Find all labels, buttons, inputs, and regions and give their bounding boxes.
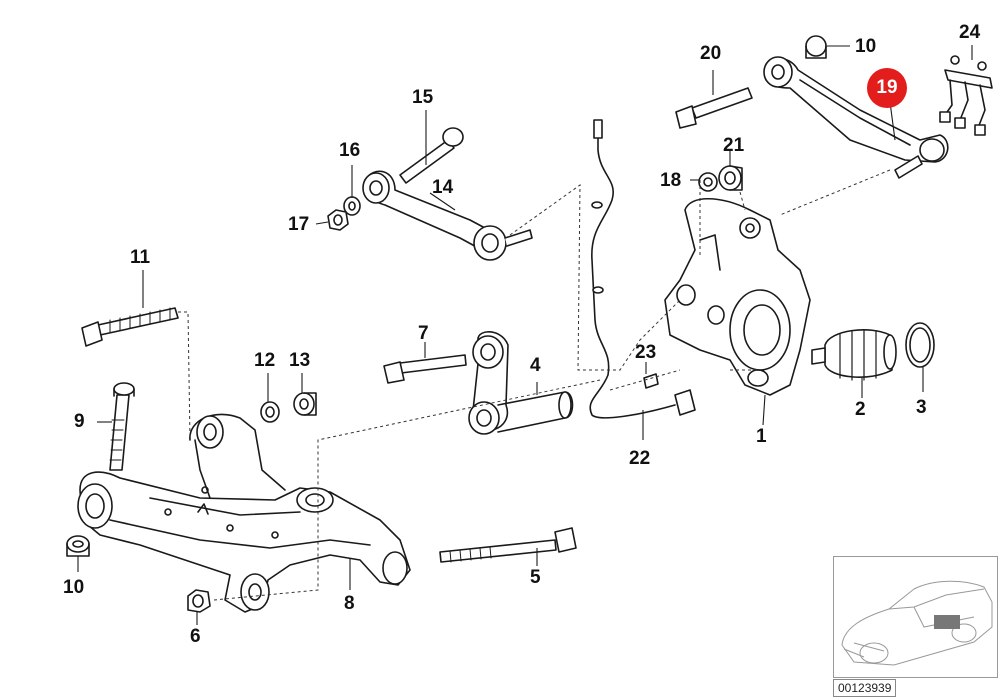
callout-18[interactable]: 18 [660,170,682,191]
callout-3[interactable]: 3 [916,397,927,418]
callout-14[interactable]: 14 [432,177,454,198]
bush-21[interactable] [718,165,743,191]
callout-24[interactable]: 24 [959,22,981,43]
callout-22[interactable]: 22 [629,448,651,469]
callout-13[interactable]: 13 [289,350,311,371]
bolt-11[interactable] [81,307,179,347]
callout-23[interactable]: 23 [635,342,657,363]
boot-2[interactable] [811,329,897,381]
bolt-20[interactable] [675,87,753,129]
reference-code: 00123939 [833,679,897,697]
nut-6[interactable] [187,589,211,613]
circlip-3[interactable] [905,322,935,368]
callout-11[interactable]: 11 [130,247,151,268]
leader-lines [77,45,973,625]
callout-15[interactable]: 15 [412,87,434,108]
control-arm-19[interactable] [763,56,949,179]
callout-10-lower[interactable]: 10 [63,577,85,598]
callout-1[interactable]: 1 [756,426,767,447]
link-4[interactable] [468,331,574,435]
nut-10-lower[interactable] [66,535,90,557]
callout-5[interactable]: 5 [530,567,541,588]
subframe-part[interactable] [77,413,411,613]
callout-19-highlighted[interactable]: 19 [867,68,907,108]
callout-2[interactable]: 2 [855,399,866,420]
highlight-region [934,615,960,629]
sensor-cable-22[interactable] [589,119,696,419]
callout-4[interactable]: 4 [530,355,541,376]
control-arm-14[interactable] [362,170,533,261]
nut-17[interactable] [327,209,349,231]
bolt-9[interactable] [109,382,135,471]
bolt-23[interactable] [643,373,659,389]
callout-9[interactable]: 9 [74,411,85,432]
callout-6[interactable]: 6 [190,626,201,647]
bolt-7[interactable] [383,354,467,384]
washer-12[interactable] [260,401,280,423]
callout-8[interactable]: 8 [344,593,355,614]
callout-21[interactable]: 21 [723,135,745,156]
bush-18[interactable] [698,172,718,192]
callout-17[interactable]: 17 [288,214,310,235]
wheel-carrier-1[interactable] [664,198,811,396]
bolt-5[interactable] [439,527,577,563]
callout-12[interactable]: 12 [254,350,276,371]
callout-7[interactable]: 7 [418,323,429,344]
vehicle-thumbnail [833,556,998,678]
callout-16[interactable]: 16 [339,140,361,161]
bush-13[interactable] [293,392,317,416]
callout-20[interactable]: 20 [700,43,722,64]
assembly-lines [178,169,891,601]
cable-holder-24[interactable] [939,55,993,136]
car-icon [841,580,993,666]
bolt-15[interactable] [399,127,464,184]
bush-10-upper[interactable] [805,35,827,59]
callout-10-upper[interactable]: 10 [855,36,877,57]
